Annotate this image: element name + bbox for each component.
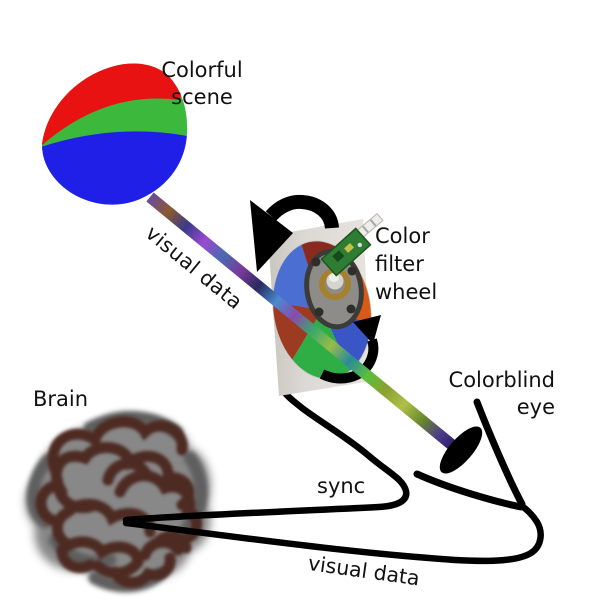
label-sync: sync — [317, 474, 366, 498]
label-colorful-scene: Colorful scene — [161, 58, 243, 110]
eye-illustration — [413, 398, 526, 511]
eye-lens — [439, 426, 483, 474]
pcb-board — [320, 227, 372, 277]
brain-scribbles — [35, 416, 203, 588]
sync-curve — [122, 389, 410, 524]
label-colorblind-eye: Colorblind eye — [448, 368, 555, 419]
visual-data-curve — [122, 502, 544, 565]
hub-screws — [311, 257, 357, 317]
visual-data-stripe — [146, 192, 456, 450]
brain-illustration — [25, 411, 211, 593]
eye-lower-lid — [413, 470, 525, 511]
rotation-arrow-top — [250, 194, 339, 272]
label-color-filter-wheel: Color filter wheel — [375, 224, 438, 304]
label-brain: Brain — [33, 387, 89, 411]
segment-maroon — [273, 302, 322, 360]
rotation-arrow-bottom — [319, 315, 381, 384]
eye-upper-lash — [473, 398, 526, 508]
